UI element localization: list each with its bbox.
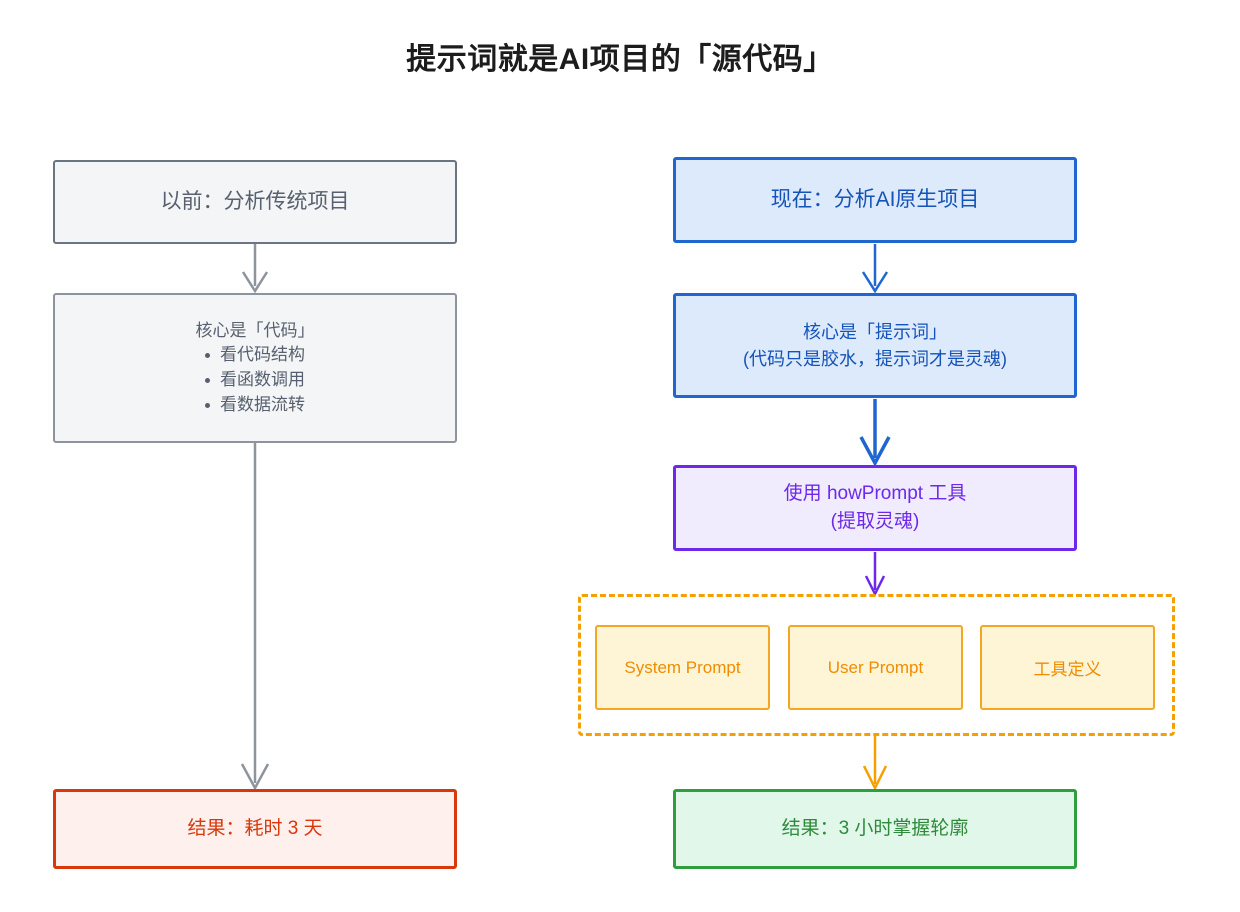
- node-tool-definition[interactable]: 工具定义: [980, 625, 1155, 710]
- edge-now-to-core-prompt: [861, 244, 889, 294]
- node-core-prompt-line1: 核心是「提示词」: [803, 322, 947, 343]
- artifacts-group-boundary: [578, 594, 1175, 736]
- node-system-prompt-label: System Prompt: [624, 657, 741, 677]
- edge-past-to-core: [241, 244, 269, 294]
- node-user-prompt-label: User Prompt: [827, 657, 924, 677]
- edge-core-to-result: [240, 443, 270, 791]
- list-item: 看数据流转: [205, 393, 305, 418]
- page-title: 提示词就是AI项目的「源代码」: [406, 43, 834, 76]
- node-past-start[interactable]: 以前：分析传统项目: [53, 160, 457, 244]
- node-now-start-label: 现在：分析AI原生项目: [770, 187, 980, 211]
- node-core-code[interactable]: 核心是「代码」 看代码结构 看函数调用 看数据流转: [53, 293, 457, 443]
- list-item: 看代码结构: [205, 343, 305, 368]
- edge-tool-to-artifacts: [864, 552, 886, 597]
- node-result-ai-label: 结果：3 小时掌握轮廓: [781, 818, 969, 840]
- node-now-start[interactable]: 现在：分析AI原生项目: [673, 157, 1077, 243]
- node-user-prompt[interactable]: User Prompt: [788, 625, 963, 710]
- node-result-legacy[interactable]: 结果：耗时 3 天: [53, 789, 457, 869]
- node-core-prompt[interactable]: 核心是「提示词」 (代码只是胶水，提示词才是灵魂): [673, 293, 1077, 398]
- edge-artifacts-to-result: [862, 736, 888, 791]
- node-past-start-label: 以前：分析传统项目: [160, 189, 350, 213]
- core-code-bullet-list: 看代码结构 看函数调用 看数据流转: [205, 343, 305, 417]
- node-system-prompt[interactable]: System Prompt: [595, 625, 770, 710]
- node-howprompt-tool-line1: 使用 howPrompt 工具: [783, 483, 967, 505]
- node-howprompt-tool-line2: (提取灵魂): [830, 511, 920, 532]
- node-result-ai[interactable]: 结果：3 小时掌握轮廓: [673, 789, 1077, 869]
- node-core-code-heading: 核心是「代码」: [195, 320, 315, 340]
- node-tool-definition-label: 工具定义: [1033, 660, 1102, 679]
- node-core-prompt-line2: (代码只是胶水，提示词才是灵魂): [743, 348, 1007, 369]
- node-result-legacy-label: 结果：耗时 3 天: [187, 818, 323, 840]
- edge-core-prompt-to-tool: [859, 399, 891, 467]
- node-howprompt-tool[interactable]: 使用 howPrompt 工具 (提取灵魂): [673, 465, 1077, 551]
- list-item: 看函数调用: [205, 368, 305, 393]
